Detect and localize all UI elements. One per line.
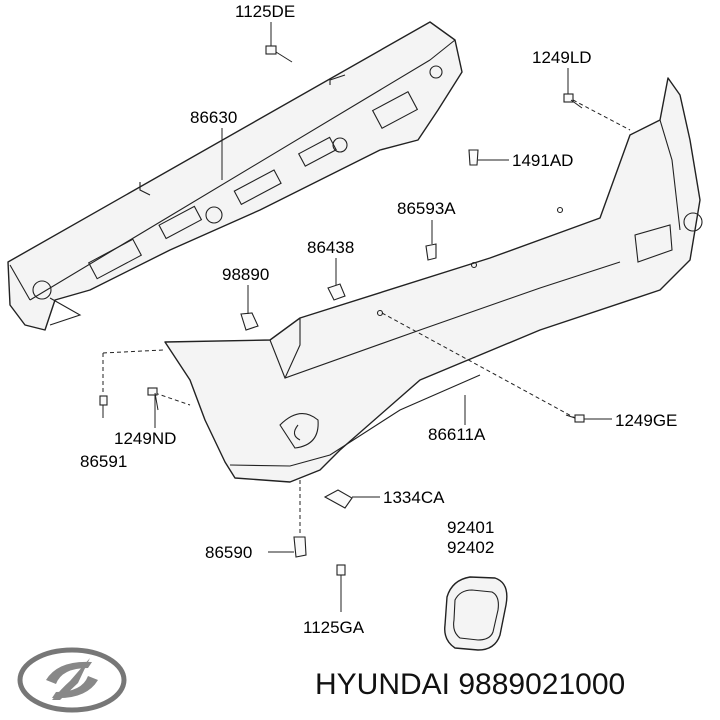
clip-icon bbox=[293, 536, 307, 558]
label-1491AD: 1491AD bbox=[512, 151, 573, 170]
tow-hook-cover bbox=[444, 576, 508, 651]
label-92401: 92401 bbox=[447, 518, 494, 537]
bolt-icon bbox=[336, 564, 346, 590]
label-1125GA: 1125GA bbox=[303, 618, 365, 637]
label-98890: 98890 bbox=[222, 265, 269, 284]
bolt-icon bbox=[265, 45, 293, 63]
bolt-icon bbox=[563, 93, 583, 109]
label-1249GE: 1249GE bbox=[615, 411, 677, 430]
leader-lines bbox=[154, 22, 612, 612]
retainer-icon bbox=[240, 312, 259, 331]
clip-icon bbox=[425, 243, 437, 261]
brand-caption: HYUNDAI 9889021000 bbox=[315, 668, 625, 701]
hyundai-logo bbox=[17, 647, 127, 713]
label-86590: 86590 bbox=[205, 543, 252, 562]
label-1249ND: 1249ND bbox=[114, 429, 176, 448]
screw-icon bbox=[565, 414, 585, 423]
label-86438: 86438 bbox=[307, 238, 354, 257]
label-1125DE: 1125DE bbox=[235, 2, 295, 21]
part-labels: 1125DE 86630 1249LD 1491AD 86593A 86438 … bbox=[80, 2, 677, 637]
label-1334CA: 1334CA bbox=[383, 488, 445, 507]
bumper-cover bbox=[164, 77, 703, 483]
label-86611A: 86611A bbox=[428, 425, 486, 444]
assembly-lines bbox=[102, 99, 631, 535]
label-86593A: 86593A bbox=[397, 199, 456, 218]
label-92402: 92402 bbox=[447, 538, 494, 557]
screw-icon bbox=[99, 395, 108, 418]
label-86591: 86591 bbox=[80, 452, 127, 471]
clip-icon bbox=[468, 149, 479, 166]
bracket-icon bbox=[323, 489, 353, 509]
bumper-beam bbox=[7, 21, 463, 331]
label-86630: 86630 bbox=[190, 108, 237, 127]
screw-icon bbox=[147, 387, 159, 411]
nut-icon bbox=[327, 283, 346, 301]
label-1249LD: 1249LD bbox=[532, 48, 592, 67]
